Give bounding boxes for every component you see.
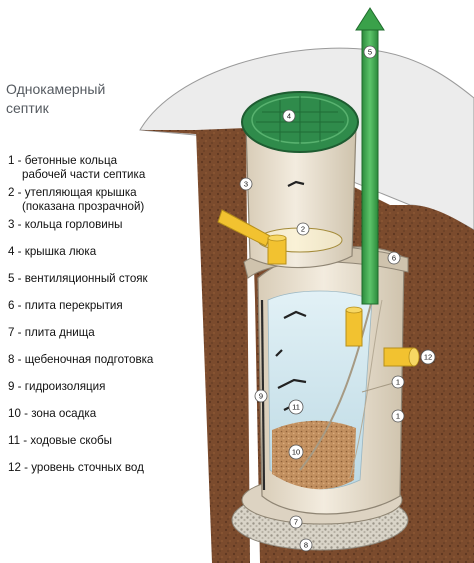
callout-label: 8 <box>304 541 308 550</box>
legend-item-5: 5 - вентиляционный стояк <box>8 272 148 285</box>
callout-label: 1 <box>396 378 400 387</box>
callout-10: 10 <box>288 444 304 460</box>
riser-cap <box>355 7 385 31</box>
legend-item-2: 2 - утепляющая крышка (показана прозрачн… <box>8 186 145 213</box>
soil-left <box>196 128 250 563</box>
inlet-pipe <box>217 209 271 247</box>
legend-item-12: 12 - уровень сточных вод <box>8 461 144 474</box>
callout-9: 9 <box>254 389 268 403</box>
callout-5: 5 <box>363 45 377 59</box>
legend-item-7: 7 - плита днища <box>8 326 95 339</box>
callout-label: 3 <box>244 180 248 189</box>
diagram-title: Однокамерный септик <box>6 80 146 118</box>
callout-1: 1 <box>391 409 405 423</box>
legend: 1 - бетонные кольца рабочей части септик… <box>6 154 211 488</box>
callout-7: 7 <box>289 515 303 529</box>
ring-cut-edge <box>299 299 373 471</box>
legend-item-10: 10 - зона осадка <box>8 407 97 420</box>
title-line-2: септик <box>6 100 49 116</box>
callout-label: 5 <box>368 48 372 57</box>
callout-label: 1 <box>396 412 400 421</box>
callout-4: 4 <box>282 109 296 123</box>
callout-label: 6 <box>392 254 396 263</box>
callout-2: 2 <box>296 222 310 236</box>
legend-item-9: 9 - гидроизоляция <box>8 380 106 393</box>
legend-item-3: 3 - кольца горловины <box>8 218 123 231</box>
callout-label: 2 <box>301 225 305 234</box>
sludge-zone <box>272 420 356 490</box>
legend-item-11: 11 - ходовые скобы <box>8 434 112 447</box>
callout-label: 11 <box>292 403 300 412</box>
legend-item-8: 8 - щебеночная подготовка <box>8 353 154 366</box>
legend-item-1: 1 - бетонные кольца рабочей части септик… <box>8 154 146 181</box>
callout-8: 8 <box>299 538 313 552</box>
callout-label: 10 <box>292 448 300 457</box>
ventilation-riser <box>361 25 379 305</box>
callout-6: 6 <box>387 251 401 265</box>
legend-item-6: 6 - плита перекрытия <box>8 299 123 312</box>
callout-label: 4 <box>287 112 291 121</box>
inlet-tee <box>267 237 287 265</box>
callout-1: 1 <box>391 375 405 389</box>
callout-11: 11 <box>288 399 304 415</box>
callout-12: 12 <box>420 349 436 365</box>
title-line-1: Однокамерный <box>6 81 106 97</box>
callout-3: 3 <box>239 177 253 191</box>
inner-tee <box>345 309 363 347</box>
callout-label: 12 <box>424 353 432 362</box>
lid-grid <box>256 96 344 144</box>
legend-item-4: 4 - крышка люка <box>8 245 97 258</box>
callout-label: 7 <box>294 518 298 527</box>
callout-label: 9 <box>259 392 263 401</box>
